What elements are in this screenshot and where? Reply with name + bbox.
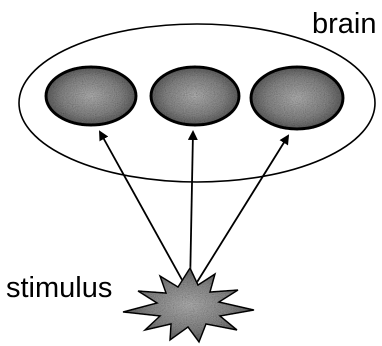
brain-region-center <box>151 67 239 125</box>
stimulus-burst-icon <box>123 268 254 342</box>
brain-region-left <box>46 67 136 125</box>
brain-label: brain <box>312 8 377 40</box>
brain-region-right <box>251 67 343 129</box>
stimulus-label: stimulus <box>6 272 112 304</box>
